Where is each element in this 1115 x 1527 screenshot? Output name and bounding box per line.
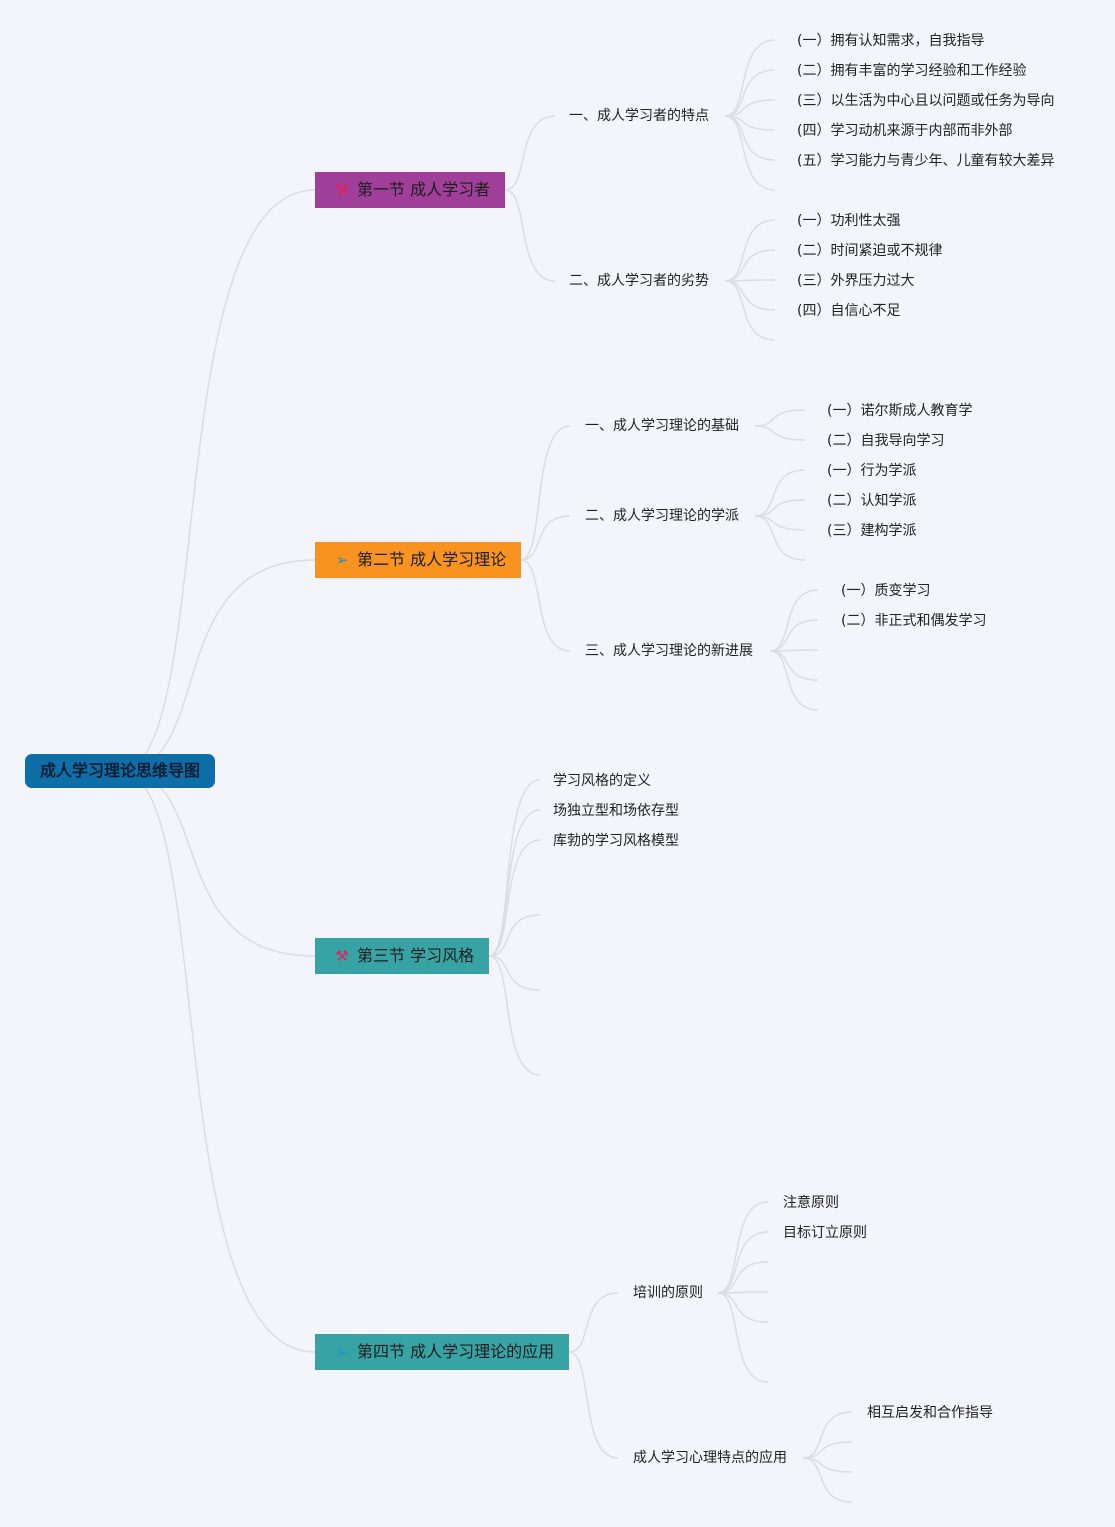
paper-plane-icon: ➢ (335, 551, 349, 569)
connector-line (724, 99, 776, 117)
section-label: 第一节 成人学习者 (357, 180, 491, 199)
section-label: 第二节 成人学习理论 (357, 550, 507, 569)
leaf-node[interactable]: (二）认知学派 (827, 493, 917, 509)
connector-line (754, 469, 806, 517)
leaf-node[interactable]: (五）学习能力与青少年、儿童有较大差异 (797, 153, 1055, 169)
leaf-node[interactable]: (二）拥有丰富的学习经验和工作经验 (797, 63, 1027, 79)
connector-line (488, 914, 541, 957)
connector-line (802, 1457, 853, 1503)
connector-line (769, 619, 819, 652)
connector-line (504, 115, 556, 191)
connector-line (504, 189, 556, 282)
connector-line (568, 1351, 619, 1459)
subtopic-node[interactable]: 成人学习心理特点的应用 (633, 1450, 787, 1466)
connector-line (488, 839, 541, 957)
section-node-3[interactable]: ⚒ 第三节 学习风格 (315, 938, 489, 974)
leaf-node[interactable]: (二）非正式和偶发学习 (841, 613, 987, 629)
connector-line (769, 650, 819, 681)
connector-line (754, 425, 806, 441)
connector-line (769, 589, 819, 652)
connector-line (754, 499, 806, 517)
leaf-node[interactable]: (一）质变学习 (841, 583, 931, 599)
subtopic-node[interactable]: 二、成人学习者的劣势 (569, 273, 709, 289)
connector-line (568, 1292, 619, 1353)
connector-line (717, 1231, 769, 1294)
leaf-node[interactable]: 目标订立原则 (783, 1225, 867, 1241)
connector-line (119, 770, 316, 957)
connector-line (802, 1411, 853, 1459)
connector-line (119, 559, 316, 772)
leaf-node[interactable]: (三）建构学派 (827, 523, 917, 539)
section-node-2[interactable]: ➢ 第二节 成人学习理论 (315, 542, 521, 578)
tools-icon: ⚒ (335, 947, 349, 965)
connector-line (724, 115, 776, 131)
connector-line (717, 1261, 769, 1294)
leaf-node[interactable]: (一）行为学派 (827, 463, 917, 479)
leaf-node[interactable]: (二）自我导向学习 (827, 433, 945, 449)
connector-line (754, 409, 806, 427)
subtopic-node[interactable]: 一、成人学习理论的基础 (585, 418, 739, 434)
subtopic-node[interactable]: 学习风格的定义 (553, 773, 651, 789)
section-node-1[interactable]: ⚒ 第一节 成人学习者 (315, 172, 505, 208)
connector-line (119, 770, 316, 1353)
connector-line (724, 249, 776, 282)
section-label: 第三节 学习风格 (357, 946, 475, 965)
connector-line (769, 650, 819, 711)
leaf-node[interactable]: (三）以生活为中心且以问题或任务为导向 (797, 93, 1055, 109)
connector-line (724, 69, 776, 117)
connector-line (754, 515, 806, 561)
leaf-node[interactable]: (二）时间紧迫或不规律 (797, 243, 943, 259)
connector-line (724, 39, 776, 117)
section-label: 第四节 成人学习理论的应用 (357, 1342, 555, 1361)
leaf-node[interactable]: (四）学习动机来源于内部而非外部 (797, 123, 1013, 139)
connector-line (520, 425, 571, 561)
subtopic-node[interactable]: 库勃的学习风格模型 (553, 833, 679, 849)
leaf-node[interactable]: (三）外界压力过大 (797, 273, 915, 289)
leaf-node[interactable]: (一）功利性太强 (797, 213, 901, 229)
section-node-4[interactable]: ➢ 第四节 成人学习理论的应用 (315, 1334, 569, 1370)
connector-line (754, 515, 806, 531)
leaf-node[interactable]: (一）拥有认知需求，自我指导 (797, 33, 985, 49)
connector-line (802, 1441, 853, 1459)
paper-plane-icon: ➢ (335, 1343, 349, 1361)
connector-line (119, 189, 316, 772)
connector-line (724, 280, 776, 341)
connector-line (724, 280, 776, 311)
subtopic-node[interactable]: 培训的原则 (633, 1285, 703, 1301)
leaf-node[interactable]: (一）诺尔斯成人教育学 (827, 403, 973, 419)
tools-icon: ⚒ (335, 181, 349, 199)
connector-line (717, 1292, 769, 1383)
connector-line (488, 955, 541, 1076)
leaf-node[interactable]: (四）自信心不足 (797, 303, 901, 319)
connector-line (717, 1201, 769, 1294)
connector-line (520, 515, 571, 561)
connector-line (488, 955, 541, 991)
connector-line (724, 115, 776, 161)
connector-line (724, 219, 776, 282)
connector-line (802, 1457, 853, 1473)
connector-line (520, 559, 571, 652)
connector-line (717, 1292, 769, 1323)
connector-line (724, 115, 776, 191)
leaf-node[interactable]: 相互启发和合作指导 (867, 1405, 993, 1421)
subtopic-node[interactable]: 三、成人学习理论的新进展 (585, 643, 753, 659)
subtopic-node[interactable]: 二、成人学习理论的学派 (585, 508, 739, 524)
leaf-node[interactable]: 注意原则 (783, 1195, 839, 1211)
root-node[interactable]: 成人学习理论思维导图 (25, 754, 215, 788)
subtopic-node[interactable]: 一、成人学习者的特点 (569, 108, 709, 124)
subtopic-node[interactable]: 场独立型和场依存型 (553, 803, 679, 819)
connector-line (488, 809, 541, 957)
